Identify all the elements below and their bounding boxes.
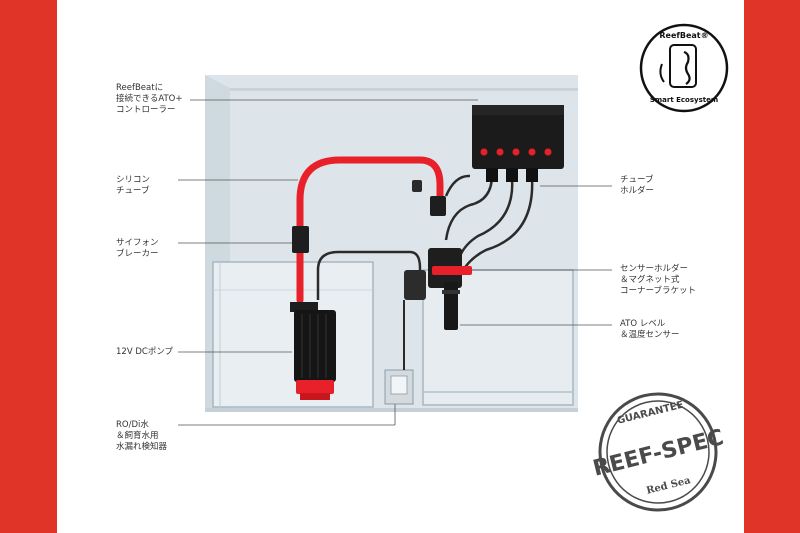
left-red-border (0, 0, 57, 533)
reefbeat-badge: ReefBeat® Smart Ecosystem (639, 23, 729, 113)
siphon-breaker (292, 226, 309, 253)
ato-level-sensor (442, 282, 460, 330)
stamp-brand-text: Red Sea (645, 475, 692, 497)
reef-spec-stamp: GUARANTEE REEF-SPEC Red Sea (591, 392, 726, 512)
seahorse-icon (683, 50, 691, 85)
label-tube-holder: チューブ ホルダー (620, 175, 655, 196)
label-pump: 12V DCポンプ (116, 347, 174, 357)
badge-bottom-text: Smart Ecosystem (650, 96, 718, 104)
ato-controller (472, 105, 564, 182)
label-sensor-holder: センサーホルダー ＆マグネット式 コーナーブラケット (620, 264, 696, 296)
badge-top-text: ReefBeat® (659, 31, 708, 40)
callout-lines (178, 99, 612, 426)
label-leak-detector: RO/Di水 ＆飼育水用 水漏れ検知器 (116, 420, 168, 452)
leak-detector (384, 300, 414, 405)
label-controller: ReefBeatに 接続できるATO+ コントローラー (116, 83, 183, 115)
ro-reservoir (212, 261, 374, 408)
silicone-tube (296, 156, 444, 304)
sensor-holder (404, 248, 472, 300)
label-siphon-breaker: サイフォン ブレーカー (116, 238, 159, 259)
label-silicone-tube: シリコン チューブ (116, 175, 151, 196)
label-ato-sensor: ATO レベル ＆温度センサー (620, 319, 680, 340)
tube-holder (412, 180, 446, 216)
dc-pump (290, 302, 336, 400)
right-red-border (744, 0, 800, 533)
